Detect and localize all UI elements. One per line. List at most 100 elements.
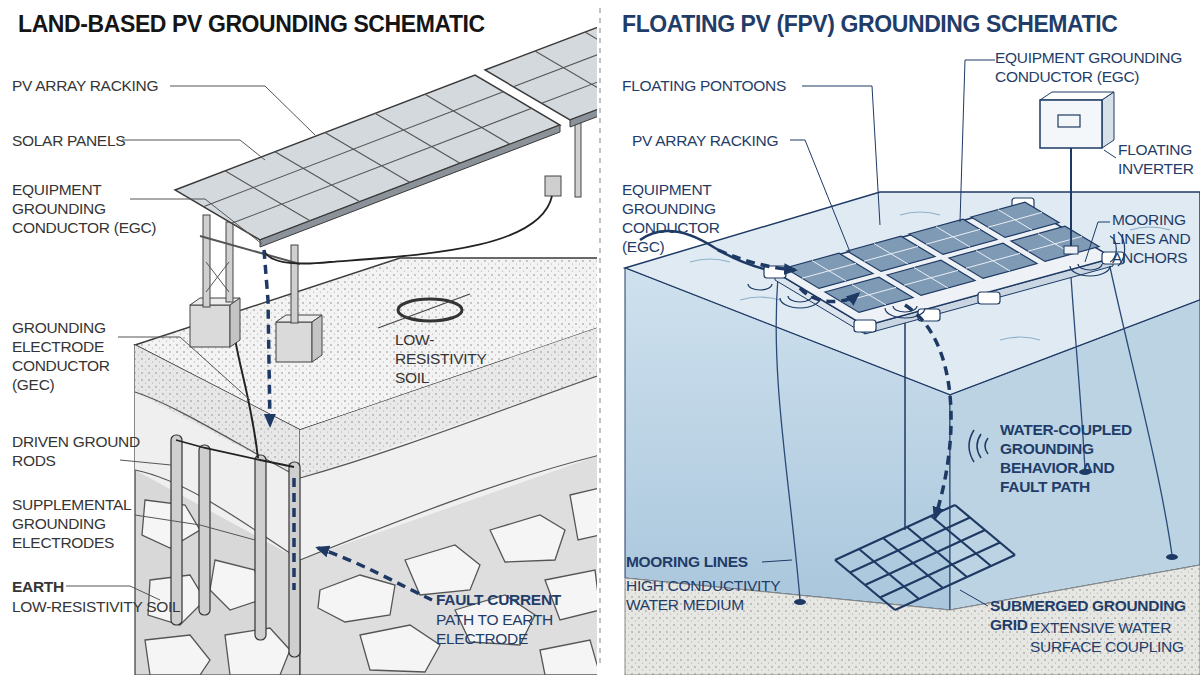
part-label: FLOATING PONTOONS bbox=[622, 76, 842, 95]
soil-face bbox=[300, 327, 597, 675]
bonding-wire bbox=[176, 440, 294, 467]
down-conductor bbox=[904, 300, 906, 530]
soil-label: LOW-RESISTIVITY SOIL bbox=[395, 330, 505, 387]
anchor bbox=[1166, 554, 1178, 560]
leader-line bbox=[118, 337, 250, 400]
racking-post bbox=[575, 122, 581, 197]
leader-line bbox=[790, 140, 850, 252]
leader-lines bbox=[762, 60, 1116, 606]
inverter-box bbox=[1040, 100, 1102, 148]
layer-line bbox=[135, 392, 300, 478]
panel-grid bbox=[802, 210, 1082, 305]
pontoon bbox=[978, 292, 1000, 304]
part-label: EQUIPMENT GROUNDING CONDUCTOR (EGC) bbox=[12, 180, 187, 237]
layer-line bbox=[300, 375, 597, 478]
array-edge bbox=[570, 63, 597, 127]
leader-line bbox=[960, 590, 988, 606]
ripples bbox=[690, 212, 1170, 340]
footing-side bbox=[230, 298, 240, 347]
racking-rail bbox=[200, 236, 300, 264]
callout-text: PATH TO EARTH ELECTRODE bbox=[436, 610, 596, 648]
ring-conductor bbox=[378, 294, 470, 328]
inverter-screen bbox=[1058, 115, 1080, 127]
footing-side bbox=[312, 315, 322, 362]
rock bbox=[490, 515, 565, 562]
footing bbox=[276, 322, 312, 362]
panel-grid bbox=[203, 92, 531, 224]
ground-rod bbox=[255, 455, 266, 640]
part-label: FLOATING INVERTER bbox=[1118, 140, 1200, 178]
fault-path bbox=[264, 250, 270, 425]
callout-text: EXTENSIVE WATER SURFACE COUPLING bbox=[1030, 618, 1200, 656]
leader-line bbox=[1104, 150, 1116, 158]
panel-divider bbox=[599, 8, 600, 668]
part-label: EQUIPMENT GROUNDING CONDUCTOR (EGC) bbox=[622, 180, 737, 256]
part-label: GROUNDING ELECTRODE CONDUCTOR (GEC) bbox=[12, 318, 137, 394]
fpv-illustration bbox=[625, 60, 1200, 675]
solar-array bbox=[485, 13, 597, 120]
part-label: DRIVEN GROUND RODS bbox=[12, 432, 140, 470]
ground-rods bbox=[171, 435, 300, 657]
leader-line bbox=[762, 560, 792, 562]
racking-post bbox=[203, 215, 210, 307]
anchor bbox=[794, 599, 806, 605]
layer-line bbox=[135, 470, 300, 560]
callout-heading: WATER-COUPLED GROUNDING BEHAVIOR AND FAU… bbox=[1000, 420, 1160, 496]
soil-layer bbox=[135, 392, 300, 560]
part-label: SUPPLEMENTAL GROUNDING ELECTRODES bbox=[12, 495, 152, 552]
rock bbox=[360, 625, 440, 672]
rock bbox=[318, 575, 395, 622]
rock bbox=[145, 635, 210, 675]
rock bbox=[210, 560, 260, 610]
part-label: EARTH bbox=[12, 577, 112, 596]
leader-line bbox=[170, 86, 315, 135]
fault-path bbox=[292, 478, 296, 590]
panel-title: FLOATING PV (FPV) GROUNDING SCHEMATIC bbox=[622, 10, 1200, 38]
pole-base bbox=[1064, 246, 1078, 254]
inverter-pole bbox=[1070, 148, 1072, 250]
soil-face bbox=[135, 345, 300, 675]
mooring-line bbox=[776, 276, 800, 600]
ground-rod bbox=[171, 435, 182, 625]
array-edge bbox=[260, 125, 560, 247]
float-platform bbox=[775, 204, 1113, 326]
rock bbox=[405, 545, 480, 595]
fault-path bbox=[718, 250, 795, 270]
fpv-panels bbox=[785, 202, 1099, 312]
ground-rod bbox=[199, 445, 210, 615]
racking-post bbox=[291, 245, 298, 323]
part-label: PV ARRAY RACKING bbox=[632, 131, 832, 150]
part-label: EQUIPMENT GROUNDING CONDUCTOR (EGC) bbox=[995, 48, 1200, 86]
callout-heading: MOORING LINES bbox=[626, 552, 826, 571]
leader-line bbox=[120, 460, 171, 465]
pontoon bbox=[854, 320, 876, 332]
inverter-side bbox=[1102, 92, 1114, 148]
part-label: MOORING LINES AND ANCHORS bbox=[1112, 210, 1200, 267]
leader-line bbox=[960, 60, 995, 222]
leader-line bbox=[122, 140, 265, 160]
leader-line bbox=[66, 586, 160, 600]
leader-line bbox=[802, 86, 880, 225]
rock bbox=[540, 640, 597, 675]
fault-path bbox=[318, 548, 432, 600]
fault-path bbox=[905, 305, 951, 518]
callout-text: HIGH CONDUCTIVITY WATER MEDIUM bbox=[626, 576, 811, 614]
junction-box bbox=[545, 176, 561, 196]
ground-rod bbox=[289, 462, 300, 657]
mooring-line bbox=[1108, 258, 1172, 555]
wave-icon bbox=[969, 430, 988, 462]
egc-wire bbox=[264, 196, 552, 264]
mooring-line bbox=[1070, 262, 1085, 470]
leader-line bbox=[135, 515, 255, 540]
callout-heading: FAULT CURRENT bbox=[436, 590, 616, 609]
grounding-grid bbox=[835, 505, 1015, 610]
cross-brace bbox=[206, 262, 229, 292]
solar-array bbox=[175, 75, 560, 240]
wave-arcs bbox=[748, 232, 1125, 318]
part-label: LOW-RESISTIVITY SOIL bbox=[12, 597, 312, 616]
footing bbox=[190, 305, 230, 347]
land-illustration bbox=[66, 13, 597, 675]
part-label: PV ARRAY RACKING bbox=[12, 76, 212, 95]
